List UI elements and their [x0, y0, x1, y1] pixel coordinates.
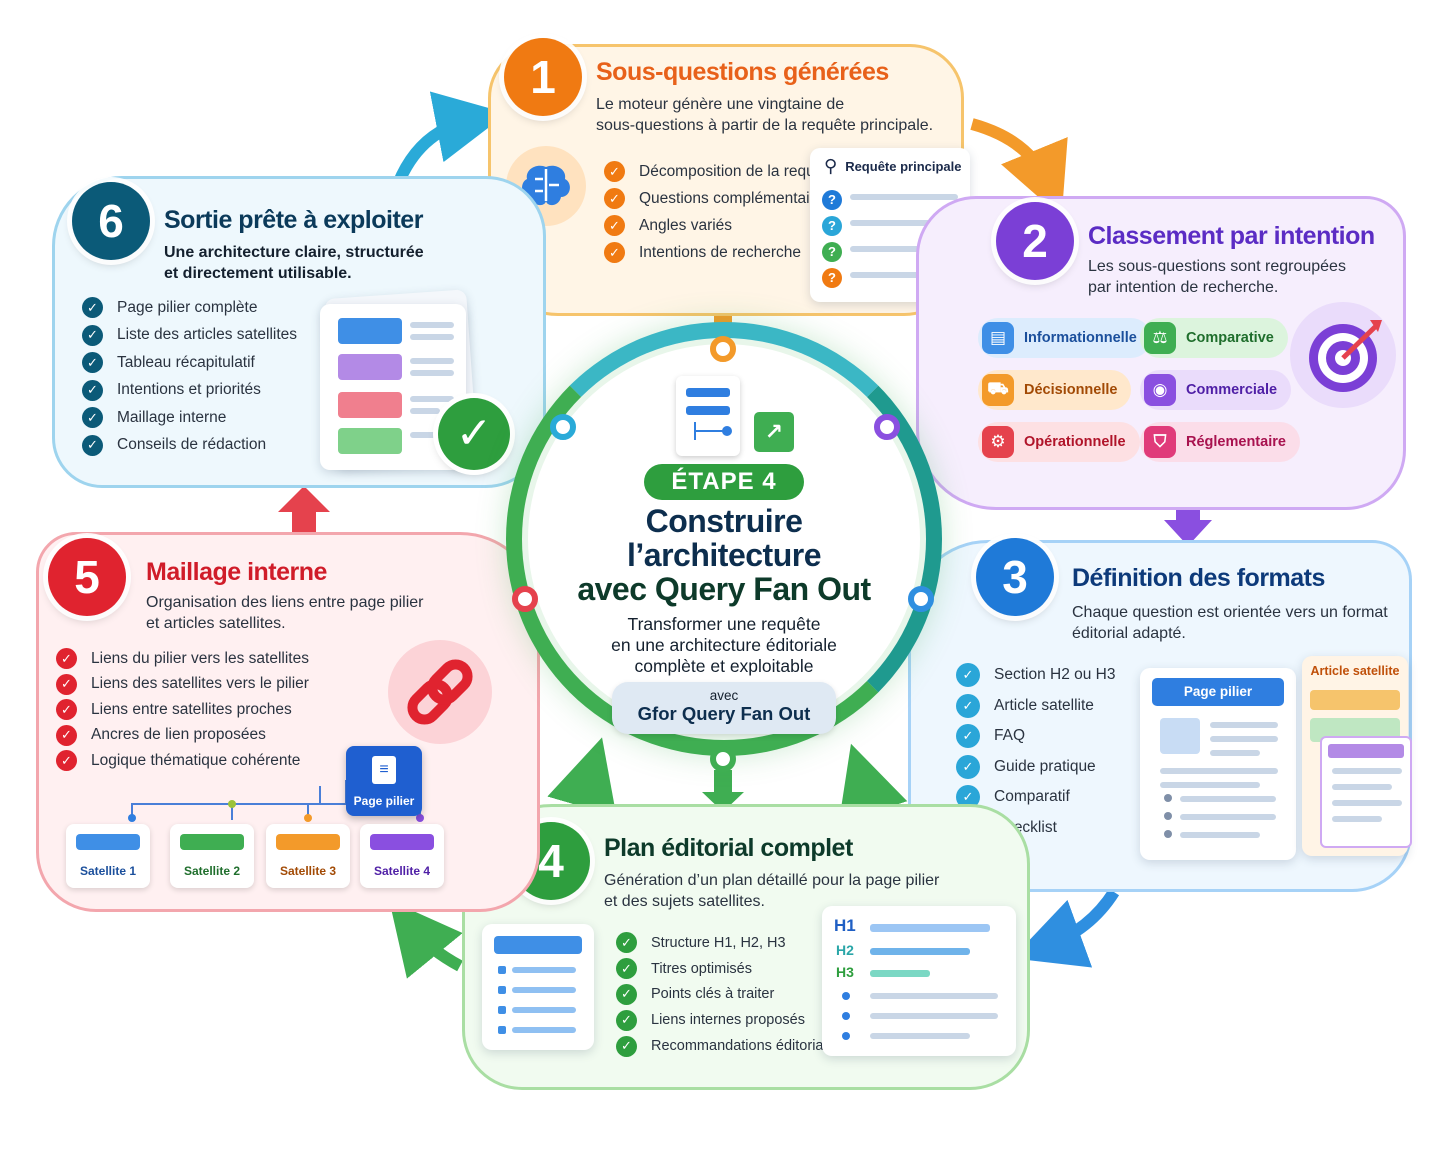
- list-item: ✓Liens des satellites vers le pilier: [56, 672, 309, 698]
- question-icon: ?: [822, 216, 842, 236]
- step6-number-badge: 6: [72, 182, 150, 260]
- list-item: ✓Intentions et priorités: [82, 377, 297, 405]
- question-icon: ?: [822, 268, 842, 288]
- chart-icon: ↗: [754, 412, 794, 452]
- list-item: ✓Angles variés: [604, 212, 836, 239]
- list-item: ✓Comparatif: [956, 782, 1116, 813]
- cart-icon: ⛟: [982, 374, 1014, 406]
- list-item: ✓Questions complémentaires: [604, 185, 836, 212]
- list-item: ✓Points clés à traiter: [616, 982, 842, 1008]
- heading-structure-card: H1 H2 H3: [822, 906, 1016, 1056]
- list-item: ✓Liens entre satellites proches: [56, 697, 309, 723]
- step4-title: Plan éditorial complet: [604, 834, 853, 862]
- target-icon: [1290, 302, 1396, 408]
- intent-chip-decisionnelle: ⛟Décisionnelle: [978, 370, 1132, 410]
- check-circle-icon: ✓: [438, 398, 510, 470]
- step5-title: Maillage interne: [146, 558, 327, 586]
- outline-document-icon: [482, 924, 594, 1050]
- question-icon: ?: [822, 242, 842, 262]
- step3-description: Chaque question est orientée vers un for…: [1072, 604, 1388, 642]
- connector-step6: [550, 414, 576, 440]
- satellite-article-label: Article satellite: [1310, 664, 1400, 678]
- pillar-page-label: Page pilier: [1152, 678, 1284, 706]
- step3-checklist: ✓Section H2 ou H3 ✓Article satellite ✓FA…: [956, 660, 1116, 843]
- step5-number-badge: 5: [48, 538, 126, 616]
- link-icon: [388, 640, 492, 744]
- step5-description: Organisation des liens entre page pilier…: [146, 594, 424, 632]
- list-item: ✓Section H2 ou H3: [956, 660, 1116, 691]
- gear-icon: ⚙: [982, 426, 1014, 458]
- list-item: ✓Structure H1, H2, H3: [616, 930, 842, 956]
- intent-chip-comparative: ⚖Comparative: [1140, 318, 1288, 358]
- output-document: [320, 304, 466, 470]
- intent-chip-operationnelle: ⚙Opérationnelle: [978, 422, 1140, 462]
- list-item: ✓Liens internes proposés: [616, 1007, 842, 1033]
- document-icon: ≡: [372, 756, 396, 784]
- step4-checklist: ✓Structure H1, H2, H3 ✓Titres optimisés …: [616, 930, 842, 1059]
- arrow-5-to-6: [278, 486, 330, 540]
- step6-title: Sortie prête à exploiter: [164, 206, 423, 234]
- list-item: ✓Maillage interne: [82, 404, 297, 432]
- satellite-node-1: Satellite 1: [66, 824, 150, 888]
- connector-step3: [908, 586, 934, 612]
- step3-title: Définition des formats: [1072, 564, 1325, 592]
- arrow-1-to-2: [970, 118, 1068, 218]
- step2-number-badge: 2: [996, 202, 1074, 280]
- intent-chip-commerciale: ◉Commerciale: [1140, 370, 1292, 410]
- list-item: ✓Décomposition de la requête: [604, 158, 836, 185]
- intent-chip-informationnelle: ▤Informationnelle: [978, 318, 1151, 358]
- list-item: ✓Guide pratique: [956, 752, 1116, 783]
- arrow-3-to-4: [1012, 888, 1120, 968]
- list-item: ✓Tableau récapitulatif: [82, 349, 297, 377]
- step1-number-badge: 1: [504, 38, 582, 116]
- satellite-node-4: Satellite 4: [360, 824, 444, 888]
- step2-title: Classement par intention: [1088, 222, 1375, 250]
- step-badge: ÉTAPE 4: [644, 464, 804, 500]
- step4-description: Génération d’un plan détaillé pour la pa…: [604, 872, 940, 910]
- step5-checklist: ✓Liens du pilier vers les satellites ✓Li…: [56, 646, 309, 774]
- coins-icon: ◉: [1144, 374, 1176, 406]
- list-item: ✓Liens du pilier vers les satellites: [56, 646, 309, 672]
- document-icon: ▤: [982, 322, 1014, 354]
- search-icon: ⚲: [824, 156, 838, 176]
- list-item: ✓Article satellite: [956, 691, 1116, 722]
- arrow-6-to-1: [392, 91, 508, 187]
- list-item: ✓Recommandations éditoriales: [616, 1033, 842, 1059]
- center-title: Construire l’architecture avec Query Fan…: [577, 503, 871, 607]
- satellite-article-card: Article satellite: [1302, 656, 1412, 856]
- connector-step5: [512, 586, 538, 612]
- list-item: ✓FAQ: [956, 721, 1116, 752]
- list-item: ✓Conseils de rédaction: [82, 432, 297, 460]
- list-item: ✓Intentions de recherche: [604, 239, 836, 266]
- center-subtitle: Transformer une requête en une architect…: [611, 614, 837, 676]
- connector-step2: [874, 414, 900, 440]
- shield-icon: ⛉: [1144, 426, 1176, 458]
- sitemap-icon: [676, 376, 740, 456]
- arrow-4-to-5: [389, 900, 463, 979]
- list-item: ✓Logique thématique cohérente: [56, 748, 309, 774]
- step6-checklist: ✓Page pilier complète ✓Liste des article…: [82, 294, 297, 459]
- connector-step4: [710, 746, 736, 772]
- intent-chip-reglementaire: ⛉Réglementaire: [1140, 422, 1300, 462]
- step1-checklist: ✓Décomposition de la requête ✓Questions …: [604, 158, 836, 266]
- list-item: ✓Page pilier complète: [82, 294, 297, 322]
- step3-number-badge: 3: [976, 538, 1054, 616]
- pillar-page-card: Page pilier: [1140, 668, 1296, 860]
- satellite-node-2: Satellite 2: [170, 824, 254, 888]
- step1-title: Sous-questions générées: [596, 58, 889, 86]
- scale-icon: ⚖: [1144, 322, 1176, 354]
- list-item: ✓Liste des articles satellites: [82, 322, 297, 350]
- question-icon: ?: [822, 190, 842, 210]
- list-item: ✓Titres optimisés: [616, 956, 842, 982]
- list-item: ✓Ancres de lien proposées: [56, 723, 309, 749]
- connector-step1: [710, 336, 736, 362]
- satellite-node-3: Satellite 3: [266, 824, 350, 888]
- pillar-page-node: ≡ Page pilier: [346, 746, 422, 816]
- arrow-center-down: [702, 770, 744, 812]
- tool-pill: avec Gfor Query Fan Out: [612, 682, 836, 734]
